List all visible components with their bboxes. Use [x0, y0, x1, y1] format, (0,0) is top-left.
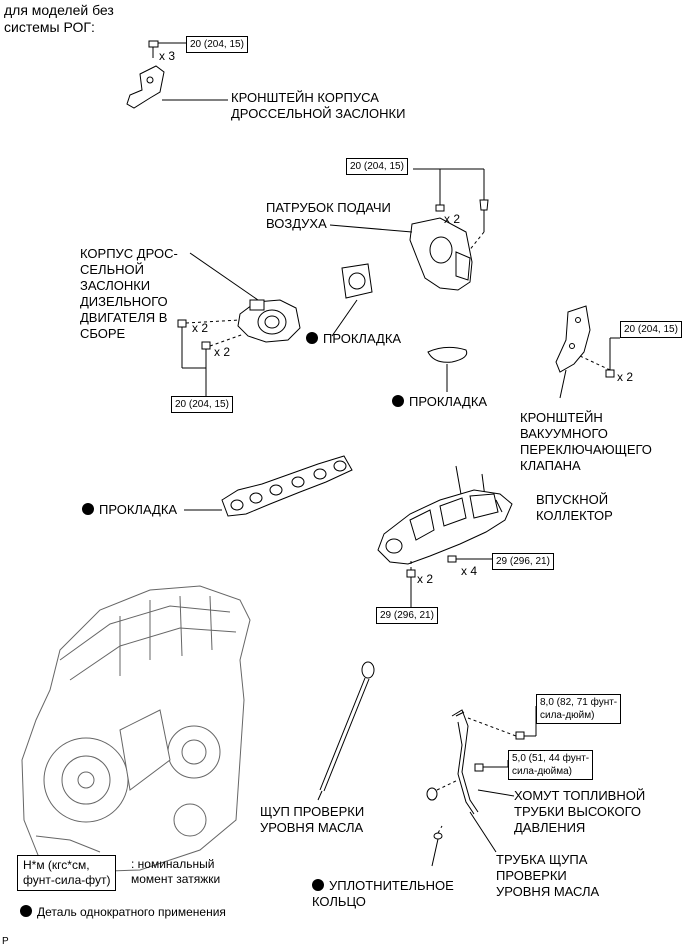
label-vsv-bracket: КРОНШТЕЙН ВАКУУМНОГО ПЕРЕКЛЮЧАЮЩЕГО КЛАП… [520, 410, 652, 473]
o-ring-icon [433, 832, 443, 840]
torque-spec-throttle: 20 (204, 15) [171, 396, 233, 413]
torque-spec-vsv: 20 (204, 15) [620, 321, 682, 338]
label-dipstick: ЩУП ПРОВЕРКИ УРОВНЯ МАСЛА [260, 804, 365, 835]
torque-spec-tube-bolt: 8,0 (82, 71 фунт- сила-дюйм) [536, 694, 622, 724]
intake-gasket-icon [221, 455, 353, 517]
qty-throttle-nuts: x 2 [192, 321, 209, 335]
throttle-bracket-icon [126, 65, 165, 109]
bracket-bolt-icon [148, 40, 159, 58]
qty-manifold-bolts: x 4 [461, 564, 478, 578]
non-reusable-dot-icon [20, 905, 32, 917]
label-gasket-1: ПРОКЛАДКА [306, 331, 401, 347]
torque-spec-manifold-bolts: 29 (296, 21) [492, 553, 554, 570]
label-air-inlet: ПАТРУБОК ПОДАЧИ ВОЗДУХА [266, 200, 391, 231]
non-reusable-dot-icon [306, 332, 318, 344]
legend-non-reusable: Деталь однократного применения [20, 904, 226, 920]
label-fuel-clamp: ХОМУТ ТОПЛИВНОЙ ТРУБКИ ВЫСОКОГО ДАВЛЕНИЯ [514, 788, 646, 835]
torque-spec-air-inlet: 20 (204, 15) [346, 158, 408, 175]
non-reusable-dot-icon [392, 395, 404, 407]
dipstick-tube-icon [451, 709, 479, 813]
gasket-3-text: ПРОКЛАДКА [99, 502, 178, 517]
header-line-2: системы РОГ: [4, 19, 95, 35]
qty-vsv-bolts: x 2 [617, 370, 634, 384]
air-inlet-pipe-icon [409, 217, 473, 291]
qty-bracket-bolts: x 3 [159, 49, 176, 63]
fuel-clamp-icon [426, 787, 438, 801]
label-throttle-bracket: КРОНШТЕЙН КОРПУСА ДРОССЕЛЬНОЙ ЗАСЛОНКИ [231, 90, 406, 121]
gasket-2-text: ПРОКЛАДКА [409, 394, 488, 409]
throttle-body-icon [237, 299, 301, 343]
label-gasket-2: ПРОКЛАДКА [392, 394, 487, 410]
qty-throttle-bolts: x 2 [214, 345, 231, 359]
qty-manifold-nuts: x 2 [417, 572, 434, 586]
legend-torque-desc: : номинальный момент затяжки [131, 857, 221, 886]
non-reusable-dot-icon [82, 503, 94, 515]
gasket-oval-icon [427, 346, 468, 363]
torque-spec-manifold-nuts: 29 (296, 21) [376, 607, 438, 624]
intake-manifold-icon [377, 489, 513, 565]
label-intake-manifold: ВПУСКНОЙ КОЛЛЕКТОР [536, 492, 613, 523]
gasket-1-text: ПРОКЛАДКА [323, 331, 402, 346]
engine-block-icon [21, 585, 251, 873]
dipstick-handle-icon [361, 661, 375, 679]
label-o-ring: УПЛОТНИТЕЛЬНОЕ КОЛЬЦО [312, 878, 454, 910]
label-throttle-body: КОРПУС ДРОС- СЕЛЬНОЙ ЗАСЛОНКИ ДИЗЕЛЬНОГО… [80, 246, 178, 341]
label-dipstick-tube: ТРУБКА ЩУПА ПРОВЕРКИ УРОВНЯ МАСЛА [496, 852, 600, 899]
torque-spec-bracket: 20 (204, 15) [186, 36, 248, 53]
label-gasket-3: ПРОКЛАДКА [82, 502, 177, 518]
o-ring-text: УПЛОТНИТЕЛЬНОЕ КОЛЬЦО [312, 878, 454, 909]
torque-spec-clamp: 5,0 (51, 44 фунт- сила-дюйма) [508, 750, 594, 780]
qty-air-inlet-bolts: x 2 [444, 212, 461, 226]
header-line-1: для моделей без [4, 2, 114, 18]
corner-mark: P [2, 936, 9, 947]
legend-non-reusable-text: Деталь однократного применения [37, 905, 226, 919]
vsv-bracket-icon [555, 305, 591, 373]
non-reusable-dot-icon [312, 879, 324, 891]
legend-torque-box: Н*м (кгс*см, фунт-сила-фут) [17, 855, 117, 891]
gasket-square-icon [341, 263, 373, 299]
